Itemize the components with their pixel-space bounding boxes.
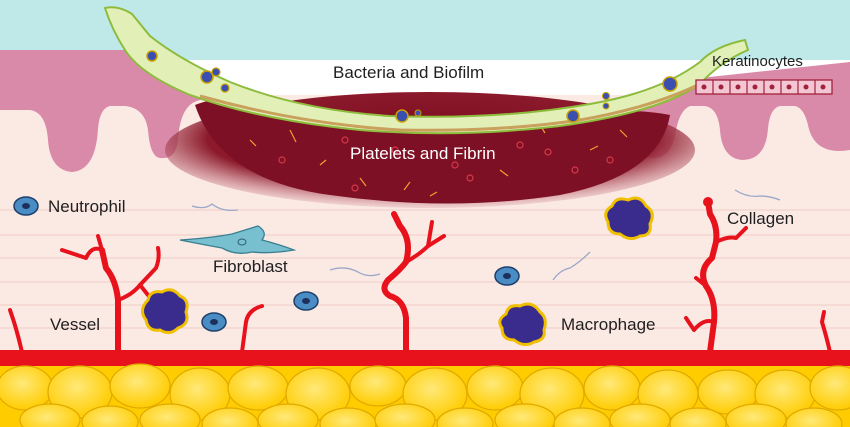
label-macrophage: Macrophage	[561, 315, 656, 334]
neutrophil-icon	[13, 196, 520, 332]
keratinocyte-cell-icon	[695, 79, 833, 95]
label-platelets-fibrin: Platelets and Fibrin	[350, 144, 496, 163]
vessel-icon	[8, 199, 832, 355]
label-keratinocytes: Keratinocytes	[712, 53, 803, 70]
label-fibroblast: Fibroblast	[213, 257, 288, 276]
label-neutrophil: Neutrophil	[48, 197, 126, 216]
label-bacteria-biofilm: Bacteria and Biofilm	[333, 63, 485, 82]
biofilm-rim	[199, 82, 701, 132]
fibroblast-icon	[179, 225, 297, 254]
macrophage-icon	[141, 196, 654, 347]
label-vessel: Vessel	[50, 315, 101, 334]
biofilm-layer	[103, 6, 750, 135]
vessel-tip	[703, 197, 713, 207]
bacteria-icon	[146, 50, 678, 123]
collagen-fiber-icon	[191, 189, 781, 281]
label-collagen: Collagen	[727, 209, 795, 228]
vessel-main-band	[0, 350, 850, 366]
fat-cell-icon	[0, 363, 850, 427]
